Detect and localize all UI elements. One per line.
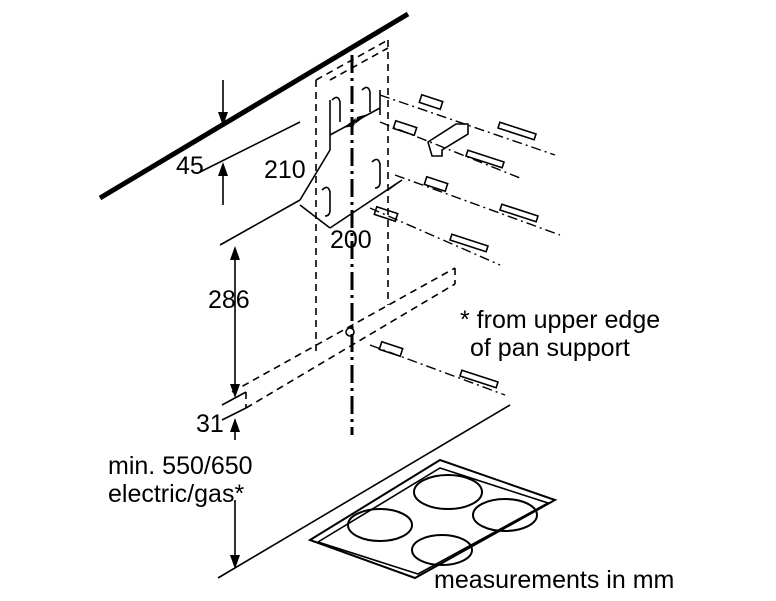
note-units: measurements in mm	[434, 566, 674, 594]
dimension-min-height: min. 550/650 electric/gas*	[108, 404, 511, 579]
burner-2	[472, 498, 538, 532]
wall-plug-row-3	[394, 174, 561, 236]
hob	[307, 458, 558, 580]
dim-label-45: 45	[176, 152, 204, 180]
safety-bracket	[427, 123, 469, 157]
wall-plug-row-2	[379, 119, 521, 179]
wall-plug-row-1	[379, 93, 556, 156]
dimension-31: 31	[196, 391, 247, 440]
dim-label-286: 286	[208, 286, 250, 314]
dim-label-31: 31	[196, 410, 224, 438]
burner-1	[413, 474, 483, 510]
dimension-210: 210	[264, 90, 381, 201]
dimension-45: 45	[176, 80, 301, 205]
dim-label-min-line1: min. 550/650	[108, 452, 253, 480]
wall-plug-row-4	[369, 205, 501, 266]
lower-rail	[231, 267, 456, 409]
note-upper-edge-line2: of pan support	[470, 334, 630, 362]
dimension-286: 286	[208, 199, 301, 398]
dimension-200: 200	[299, 179, 403, 254]
note-upper-edge-line1: * from upper edge	[460, 306, 660, 334]
dim-label-min-line2: electric/gas*	[108, 480, 244, 508]
ceiling-line	[98, 11, 410, 201]
dim-label-200: 200	[330, 226, 372, 254]
dim-label-210: 210	[264, 156, 306, 184]
burner-3	[347, 508, 413, 542]
upper-bracket-hooks	[321, 86, 381, 217]
burner-4	[411, 534, 473, 566]
wall-plug-row-5	[369, 340, 506, 396]
